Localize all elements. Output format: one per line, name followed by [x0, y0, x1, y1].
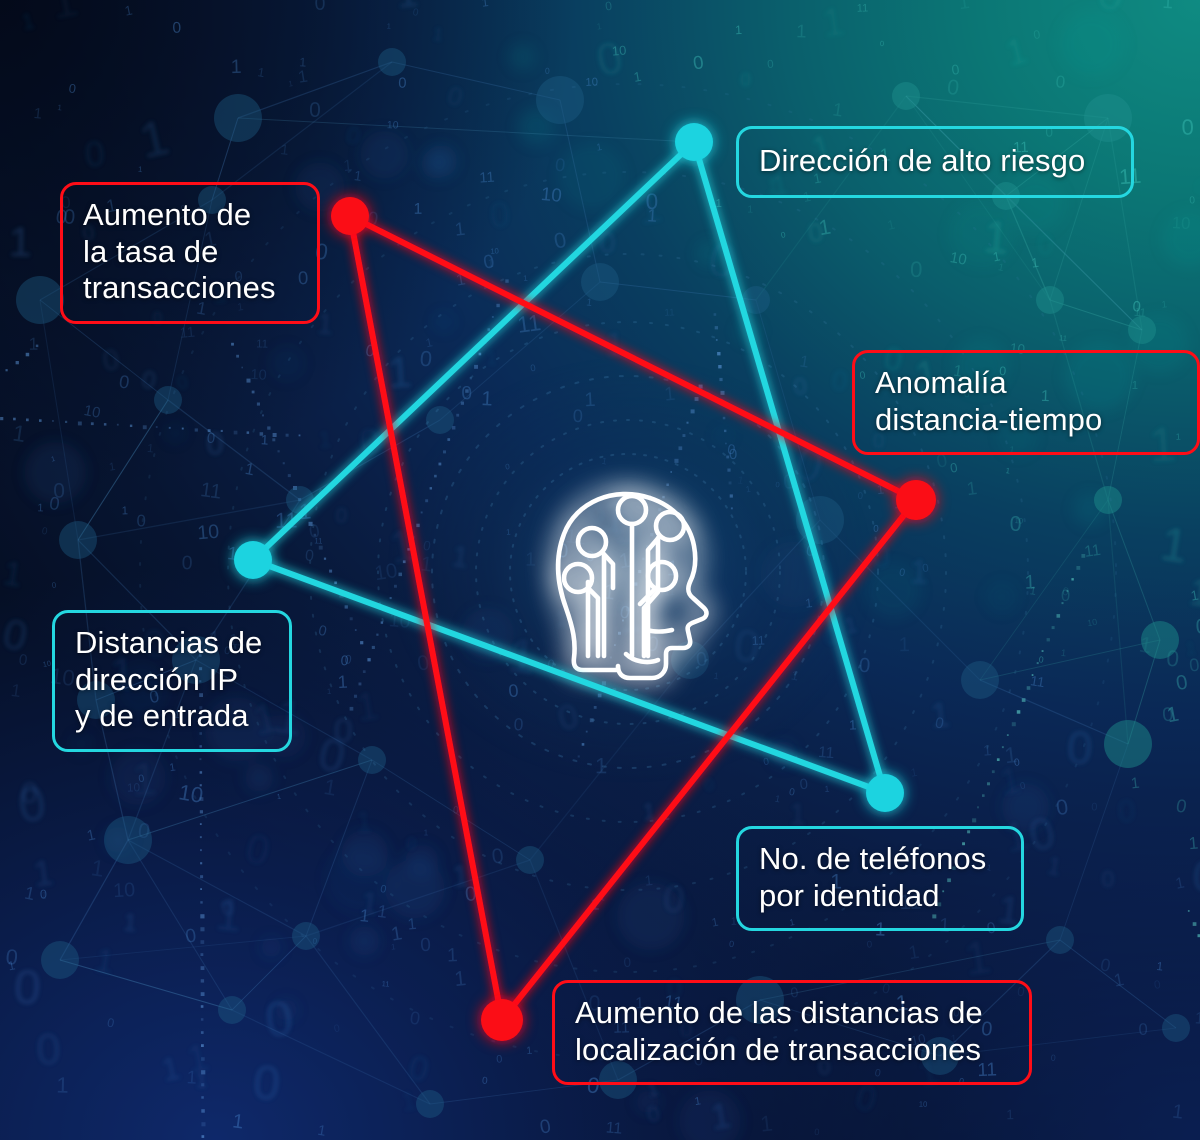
node-direccion-alto-riesgo[interactable]	[675, 123, 713, 161]
label-distancias-direccion-ip[interactable]: Distancias de dirección IP y de entrada	[52, 610, 292, 752]
label-aumento-tasa-transacciones[interactable]: Aumento de la tasa de transacciones	[60, 182, 320, 324]
label-anomalia-distancia-tiempo[interactable]: Anomalía distancia-tiempo	[852, 350, 1200, 455]
label-text: Aumento de la tasa de transacciones	[83, 197, 299, 307]
label-numero-telefonos-identidad[interactable]: No. de teléfonos por identidad	[736, 826, 1024, 931]
label-text: Aumento de las distancias de localizació…	[575, 995, 1011, 1068]
label-text: Anomalía distancia-tiempo	[875, 365, 1179, 438]
label-text: Distancias de dirección IP y de entrada	[75, 625, 271, 735]
label-aumento-distancias-localizacion[interactable]: Aumento de las distancias de localizació…	[552, 980, 1032, 1085]
label-direccion-alto-riesgo[interactable]: Dirección de alto riesgo	[736, 126, 1134, 198]
node-aumento-distancias-localizacion[interactable]	[481, 999, 523, 1041]
node-telefonos-por-identidad[interactable]	[866, 774, 904, 812]
node-distancias-direccion-ip[interactable]	[234, 541, 272, 579]
node-anomalia-distancia-tiempo[interactable]	[896, 480, 936, 520]
node-aumento-tasa-transacciones[interactable]	[331, 197, 369, 235]
label-text: Dirección de alto riesgo	[759, 143, 1113, 180]
label-text: No. de teléfonos por identidad	[759, 841, 1003, 914]
